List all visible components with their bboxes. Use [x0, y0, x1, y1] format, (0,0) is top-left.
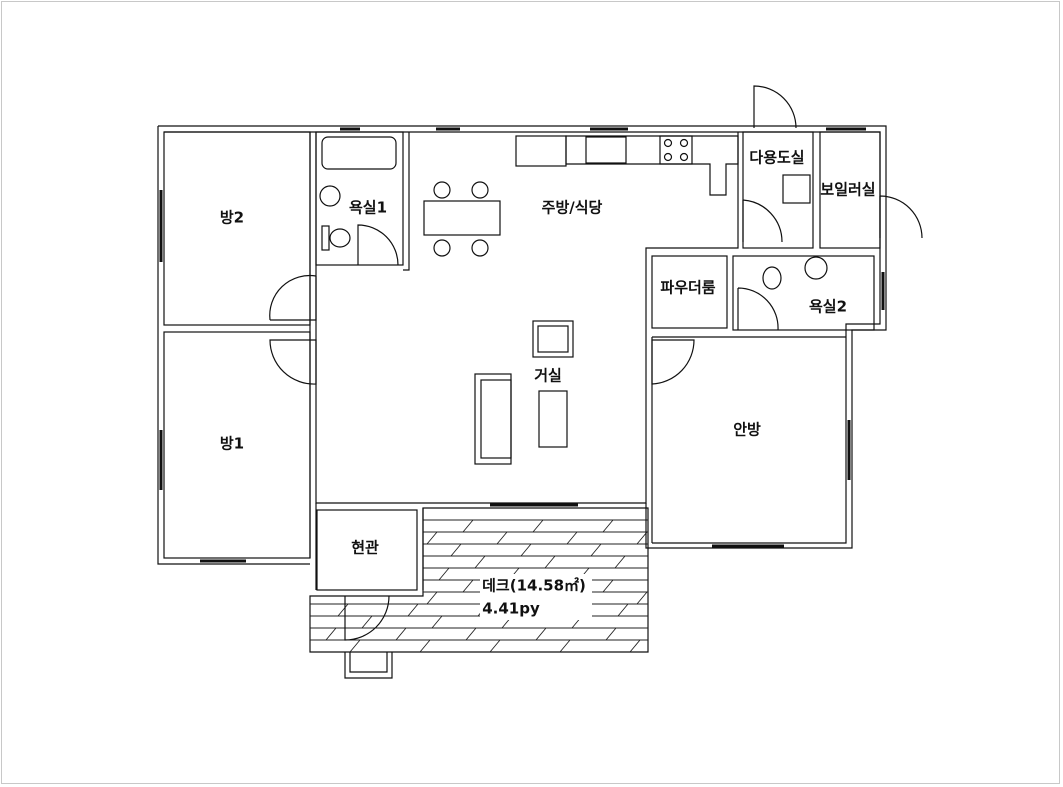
toilet-icon [329, 228, 351, 248]
label-living: 거실 [534, 367, 562, 385]
master-walls [651, 336, 846, 543]
windows [159, 127, 885, 563]
deck-board-joint [605, 627, 617, 641]
deck-board-joint [544, 555, 556, 569]
label-kitchen: 주방/식당 [542, 199, 603, 217]
counter [515, 135, 567, 167]
deck-board-joint [602, 519, 614, 533]
deck-board-joint [337, 603, 349, 617]
room2-walls [163, 131, 311, 326]
bathtub [321, 136, 397, 170]
toilet-icon-2 [762, 266, 782, 290]
deck-board-joint [407, 603, 419, 617]
sink-icon-2 [804, 256, 828, 280]
deck-board-joint [426, 591, 438, 605]
entrance-walls [316, 509, 418, 591]
bath1-walls [315, 131, 404, 266]
bath2-walls [732, 255, 875, 331]
deck-board-joint [489, 639, 501, 653]
deck-board-joint [431, 615, 443, 629]
label-master: 안방 [733, 421, 761, 439]
deck-board-joint [438, 567, 450, 581]
deck-area [309, 507, 649, 679]
deck-board-joint [590, 543, 602, 557]
label-entrance: 현관 [351, 539, 379, 557]
label-utility: 다용도실 [749, 149, 804, 167]
label-room1: 방1 [220, 435, 244, 453]
deck-board-joint [462, 519, 474, 533]
deck-board-joint [361, 615, 373, 629]
deck-board-joint [559, 639, 571, 653]
deck-board-joint [426, 531, 438, 545]
deck-steps [344, 652, 393, 679]
deck-board-joint [395, 627, 407, 641]
label-boiler: 보일러실 [820, 181, 875, 199]
deck-board-joint [520, 543, 532, 557]
coffee-table [538, 390, 568, 448]
deck-board-joint [614, 555, 626, 569]
label-bath1: 욕실1 [349, 199, 387, 217]
boiler-walls [819, 131, 881, 249]
dining-table [423, 200, 501, 236]
powder-walls [651, 255, 728, 329]
label-powder: 파우더룸 [660, 279, 715, 297]
label-deck: 데크(14.58㎡) [482, 577, 586, 595]
deck-board-joint [496, 531, 508, 545]
deck-board-joint [636, 591, 648, 605]
exterior-walls [157, 125, 887, 565]
label-deck-py: 4.41py [482, 600, 540, 618]
deck-board-joint [566, 531, 578, 545]
armchair [532, 320, 574, 358]
deck-board-joint [535, 627, 547, 641]
sink-icon [319, 185, 341, 207]
doors [269, 85, 923, 641]
deck-board-joint [465, 627, 477, 641]
washer [782, 174, 811, 204]
deck-board-joint [450, 543, 462, 557]
stove-icon [659, 135, 693, 165]
deck-board-joint [419, 639, 431, 653]
deck-board-joint [462, 579, 474, 593]
deck-board-joint [617, 603, 629, 617]
interior-walls [163, 131, 881, 591]
deck-board-joint [325, 627, 337, 641]
deck-board-joint [532, 519, 544, 533]
fixtures [319, 135, 828, 465]
deck-board-joint [474, 555, 486, 569]
room-labels: 방2 방1 욕실1 주방/식당 다용도실 보일러실 파우더룸 욕실2 거실 안방… [220, 149, 876, 620]
deck-board-joint [636, 531, 648, 545]
deck-board-joint [349, 639, 361, 653]
deck-board-joint [629, 639, 641, 653]
label-bath2: 욕실2 [809, 298, 847, 316]
sofa [474, 373, 512, 465]
kitchen-sink [585, 136, 627, 164]
utility-walls [742, 131, 814, 249]
label-room2: 방2 [220, 209, 244, 227]
deck-board-joint [602, 579, 614, 593]
